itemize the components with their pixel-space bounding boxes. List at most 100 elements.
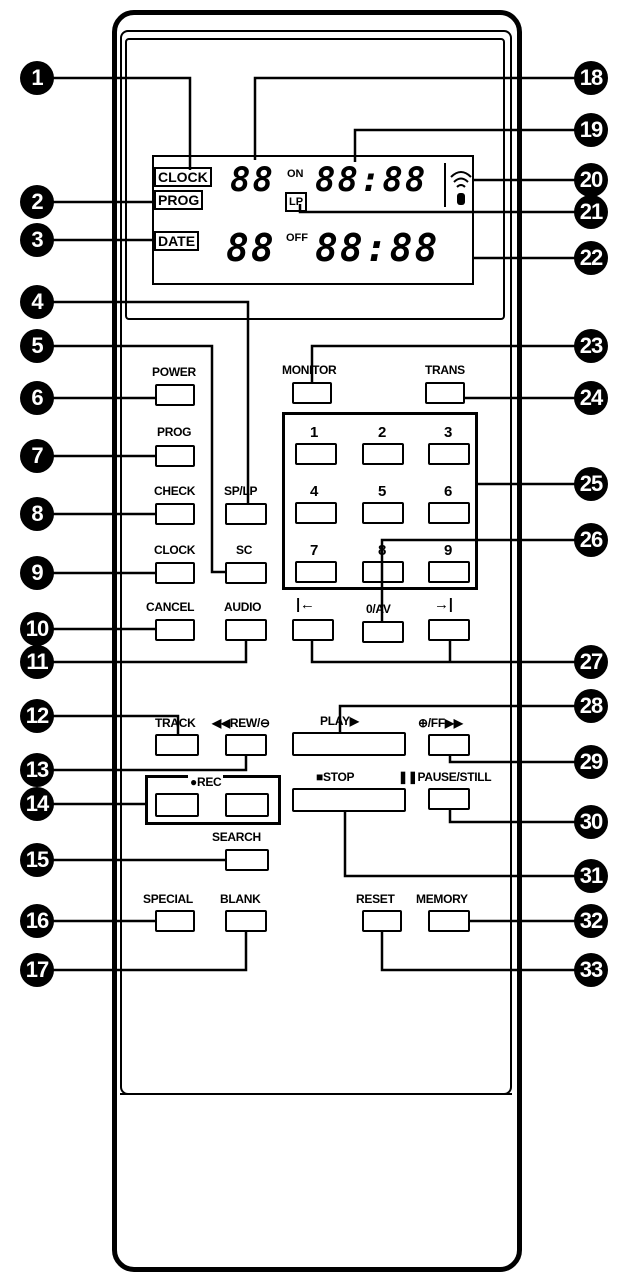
callout-3: 3 [20, 223, 54, 257]
num2-label: 2 [378, 424, 387, 441]
track-button[interactable] [155, 734, 199, 756]
reset-button[interactable] [362, 910, 402, 932]
lcd-off-time: 88:88 [315, 226, 440, 270]
callout-6: 6 [20, 381, 54, 415]
sc-label: SC [236, 543, 253, 557]
num9-button[interactable] [428, 561, 470, 583]
number-pad-frame [282, 412, 478, 590]
special-label: SPECIAL [143, 892, 193, 906]
search-button[interactable] [225, 849, 269, 871]
pause-still-button[interactable] [428, 788, 470, 810]
reset-label: RESET [356, 892, 395, 906]
trans-button[interactable] [425, 382, 465, 404]
callout-28: 28 [574, 689, 608, 723]
skip-forward-button[interactable] [428, 619, 470, 641]
callout-25: 25 [574, 467, 608, 501]
callout-4: 4 [20, 285, 54, 319]
audio-label: AUDIO [224, 600, 262, 614]
lcd-off-label: OFF [286, 232, 308, 244]
check-button[interactable] [155, 503, 195, 525]
timer-signal-icon [444, 163, 476, 207]
search-label: SEARCH [212, 830, 261, 844]
num9-label: 9 [444, 542, 453, 559]
callout-8: 8 [20, 497, 54, 531]
sp-lp-button[interactable] [225, 503, 267, 525]
callout-30: 30 [574, 805, 608, 839]
callout-22: 22 [574, 241, 608, 275]
power-button[interactable] [155, 384, 195, 406]
lcd-on-label: ON [287, 168, 304, 180]
callout-23: 23 [574, 329, 608, 363]
lcd-lp-label: LP [285, 192, 308, 212]
blank-label: BLANK [220, 892, 261, 906]
callout-20: 20 [574, 163, 608, 197]
rec-label: ●REC [188, 775, 224, 789]
num7-button[interactable] [295, 561, 337, 583]
num0-av-label: 0/AV [366, 602, 391, 616]
callout-9: 9 [20, 556, 54, 590]
callout-27: 27 [574, 645, 608, 679]
num5-label: 5 [378, 483, 387, 500]
num7-label: 7 [310, 542, 319, 559]
ff-button[interactable] [428, 734, 470, 756]
callout-16: 16 [20, 904, 54, 938]
callout-18: 18 [574, 61, 608, 95]
num1-button[interactable] [295, 443, 337, 465]
clock-label: CLOCK [154, 543, 196, 557]
callout-33: 33 [574, 953, 608, 987]
lcd-date-digits: 88 [226, 226, 276, 270]
callout-15: 15 [20, 843, 54, 877]
num2-button[interactable] [362, 443, 404, 465]
stop-label: ■STOP [316, 770, 355, 784]
track-label: TRACK [155, 716, 196, 730]
memory-button[interactable] [428, 910, 470, 932]
stop-button[interactable] [292, 788, 406, 812]
callout-2: 2 [20, 185, 54, 219]
callout-12: 12 [20, 699, 54, 733]
prog-label: PROG [157, 425, 192, 439]
lcd-on-time: 88:88 [315, 160, 428, 200]
num6-button[interactable] [428, 502, 470, 524]
callout-31: 31 [574, 859, 608, 893]
callout-5: 5 [20, 329, 54, 363]
audio-button[interactable] [225, 619, 267, 641]
skip-back-label: |← [296, 596, 315, 613]
callout-29: 29 [574, 745, 608, 779]
play-button[interactable] [292, 732, 406, 756]
callout-19: 19 [574, 113, 608, 147]
lcd-prog-number: 88 [230, 160, 275, 200]
callout-17: 17 [20, 953, 54, 987]
sc-button[interactable] [225, 562, 267, 584]
rew-button[interactable] [225, 734, 267, 756]
remote-bottom-divider [120, 1093, 512, 1095]
monitor-label: MONITOR [282, 363, 337, 377]
lcd-date-label: DATE [154, 231, 200, 251]
monitor-button[interactable] [292, 382, 332, 404]
rec-right-button[interactable] [225, 793, 269, 817]
lcd-clock-label: CLOCK [154, 167, 212, 187]
pause-still-label: ❚❚PAUSE/STILL [398, 770, 492, 784]
prog-button[interactable] [155, 445, 195, 467]
callout-10: 10 [20, 612, 54, 646]
memory-label: MEMORY [416, 892, 468, 906]
blank-button[interactable] [225, 910, 267, 932]
num4-button[interactable] [295, 502, 337, 524]
callout-11: 11 [20, 645, 54, 679]
num5-button[interactable] [362, 502, 404, 524]
callout-32: 32 [574, 904, 608, 938]
num0-av-button[interactable] [362, 621, 404, 643]
rew-label: ◀◀REW/⊖ [212, 716, 270, 730]
num8-button[interactable] [362, 561, 404, 583]
skip-back-button[interactable] [292, 619, 334, 641]
cancel-button[interactable] [155, 619, 195, 641]
clock-button[interactable] [155, 562, 195, 584]
trans-label: TRANS [425, 363, 465, 377]
rec-left-button[interactable] [155, 793, 199, 817]
special-button[interactable] [155, 910, 195, 932]
ff-label: ⊕/FF▶▶ [418, 716, 463, 730]
num8-label: 8 [378, 542, 387, 559]
callout-7: 7 [20, 439, 54, 473]
num4-label: 4 [310, 483, 319, 500]
num3-button[interactable] [428, 443, 470, 465]
callout-24: 24 [574, 381, 608, 415]
